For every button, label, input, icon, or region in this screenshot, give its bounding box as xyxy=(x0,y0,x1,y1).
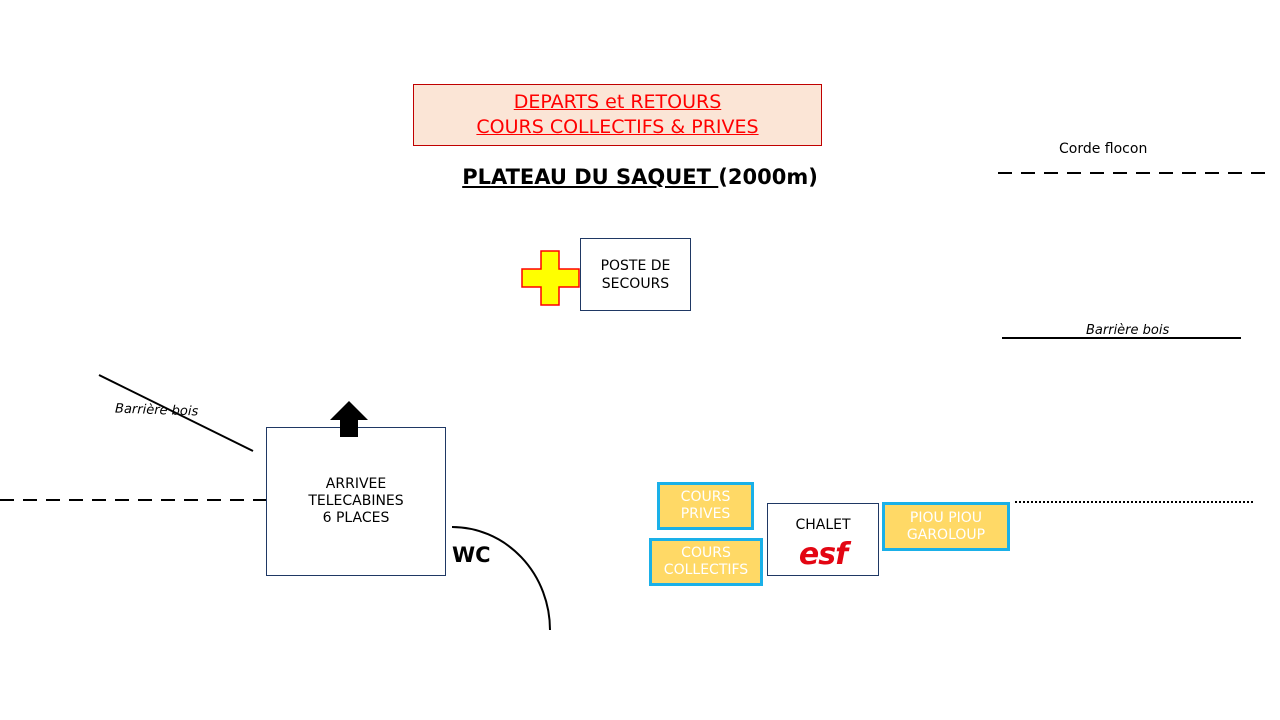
first-aid-cross-icon xyxy=(521,250,580,306)
cours-collectifs-box: COURS COLLECTIFS xyxy=(649,538,763,586)
first-aid-line-2: SECOURS xyxy=(601,275,670,292)
esf-logo: esf xyxy=(798,537,848,572)
cours-prives-box: COURS PRIVES xyxy=(657,482,754,530)
page-title: PLATEAU DU SAQUET (2000m) xyxy=(440,162,840,192)
chalet-label: CHALET xyxy=(795,517,851,533)
arrival-line-2: TELECABINES xyxy=(308,493,404,509)
title-main: PLATEAU DU SAQUET xyxy=(462,165,719,189)
up-arrow-icon xyxy=(330,401,368,437)
chalet-esf-box xyxy=(767,503,879,576)
title-altitude: (2000m) xyxy=(718,165,818,189)
piou-line-1: PIOU PIOU xyxy=(909,509,983,526)
barriere-bois-right-label: Barrière bois xyxy=(1086,323,1170,338)
wc-arc xyxy=(451,526,551,631)
departures-header-box: DEPARTS et RETOURS COURS COLLECTIFS & PR… xyxy=(413,84,822,146)
barriere-bois-left-label: Barrière bois xyxy=(114,401,199,420)
gondola-arrival-station: ARRIVEE TELECABINES 6 PLACES xyxy=(266,427,446,576)
first-aid-post: POSTE DE SECOURS xyxy=(580,238,691,311)
barriere-bois-left-line xyxy=(98,374,254,452)
wc-label: WC xyxy=(452,543,491,567)
piou-piou-box: PIOU PIOU GAROLOUP xyxy=(882,502,1010,551)
corde-flocon-label: Corde flocon xyxy=(1059,141,1148,157)
first-aid-line-1: POSTE DE xyxy=(600,257,671,274)
header-line-1: DEPARTS et RETOURS xyxy=(513,91,722,113)
prives-line-1: COURS xyxy=(680,489,731,505)
arrival-line-1: ARRIVEE xyxy=(325,476,387,492)
prives-line-2: PRIVES xyxy=(680,506,731,522)
collectifs-line-2: COLLECTIFS xyxy=(663,562,749,578)
arrival-line-3: 6 PLACES xyxy=(322,510,390,526)
piou-line-2: GAROLOUP xyxy=(906,526,986,543)
collectifs-line-1: COURS xyxy=(681,545,731,561)
header-line-2: COURS COLLECTIFS & PRIVES xyxy=(476,116,759,138)
